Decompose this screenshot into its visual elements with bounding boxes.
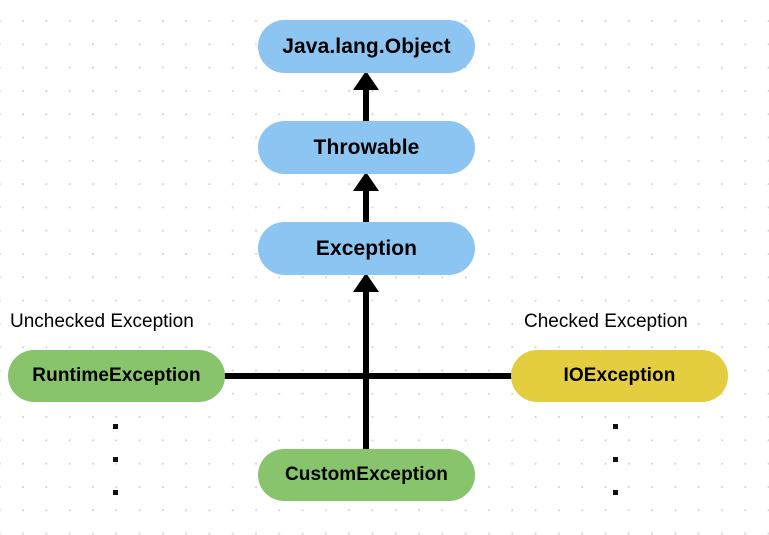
edge-custom-to-exception-arrowhead-icon (353, 273, 379, 292)
edge-custom-to-exception-shaft (363, 288, 369, 450)
edge-exception-to-throwable-arrowhead-icon (353, 172, 379, 191)
caption-unchecked-exception: Unchecked Exception (10, 311, 194, 332)
edge-runtime-to-io-line (214, 373, 520, 379)
edge-throwable-to-object-arrowhead-icon (353, 71, 379, 90)
node-label: Throwable (313, 135, 420, 159)
edge-exception-to-throwable-shaft (363, 187, 369, 223)
node-label: Exception (315, 236, 418, 260)
ellipsis-dot (113, 457, 118, 462)
node-label: Java.lang.Object (282, 34, 451, 58)
caption-checked-exception: Checked Exception (524, 311, 688, 332)
ellipsis-unchecked (113, 424, 118, 495)
node-label: IOException (563, 365, 676, 386)
node-exception[interactable]: Exception (258, 222, 475, 275)
node-custom-exception[interactable]: CustomException (258, 449, 475, 501)
ellipsis-dot (113, 424, 118, 429)
ellipsis-dot (613, 457, 618, 462)
node-label: RuntimeException (32, 365, 201, 386)
ellipsis-dot (613, 424, 618, 429)
edge-throwable-to-object-shaft (363, 86, 369, 122)
node-runtime-exception[interactable]: RuntimeException (8, 350, 225, 402)
node-io-exception[interactable]: IOException (511, 350, 728, 402)
node-java-lang-object[interactable]: Java.lang.Object (258, 20, 475, 73)
ellipsis-checked (613, 424, 618, 495)
ellipsis-dot (613, 490, 618, 495)
node-label: CustomException (284, 464, 449, 485)
ellipsis-dot (113, 490, 118, 495)
node-throwable[interactable]: Throwable (258, 121, 475, 174)
